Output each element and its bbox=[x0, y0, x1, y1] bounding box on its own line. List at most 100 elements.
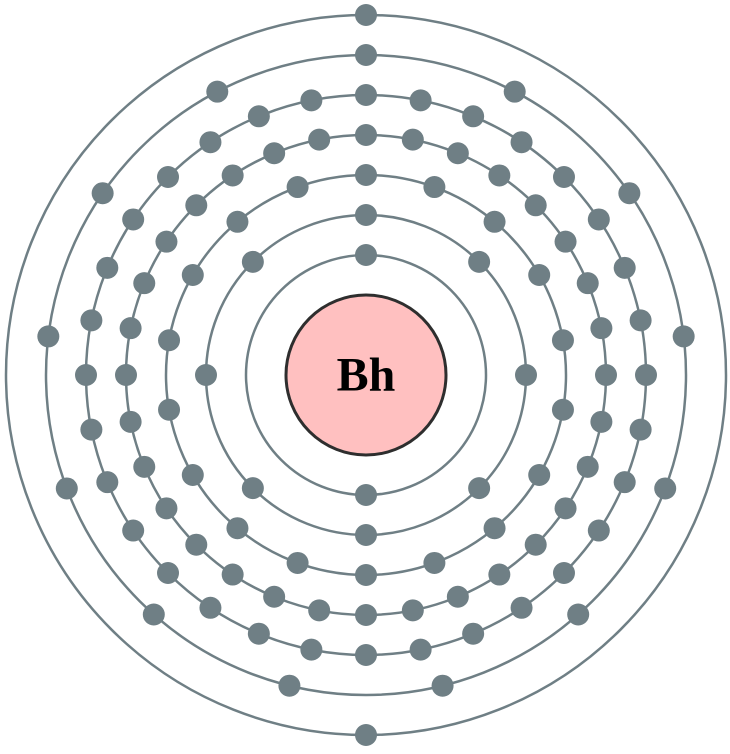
electron-shell-5 bbox=[587, 208, 610, 231]
electron-shell-2 bbox=[468, 250, 491, 273]
electron-shell-6 bbox=[278, 674, 301, 697]
electron-shell-4 bbox=[576, 272, 599, 295]
electron-shell-5 bbox=[462, 105, 485, 128]
electron-shell-4 bbox=[155, 497, 178, 520]
electron-shell-5 bbox=[510, 596, 533, 619]
electron-shell-4 bbox=[133, 455, 156, 478]
electron-shell-5 bbox=[635, 364, 657, 386]
electron-shell-3 bbox=[158, 398, 181, 421]
electron-shell-5 bbox=[587, 519, 610, 542]
electron-shell-5 bbox=[300, 638, 323, 661]
electron-shell-5 bbox=[199, 131, 222, 154]
electrons bbox=[37, 4, 695, 746]
electron-shell-6 bbox=[142, 603, 165, 626]
electron-shell-4 bbox=[524, 194, 547, 217]
electron-shell-5 bbox=[157, 166, 180, 189]
electron-shell-5 bbox=[629, 309, 652, 332]
electron-shell-2 bbox=[355, 524, 377, 546]
electron-shell-6 bbox=[672, 325, 695, 348]
electron-shell-4 bbox=[155, 230, 178, 253]
electron-shell-6 bbox=[91, 182, 114, 205]
electron-shell-5 bbox=[629, 418, 652, 441]
electron-shell-3 bbox=[226, 517, 249, 540]
electron-shell-5 bbox=[510, 131, 533, 154]
electron-shell-4 bbox=[221, 164, 244, 187]
electron-shell-5 bbox=[80, 309, 103, 332]
electron-shell-4 bbox=[401, 599, 424, 622]
electron-shell-3 bbox=[528, 264, 551, 286]
electron-shell-3 bbox=[181, 464, 204, 486]
electron-shell-6 bbox=[431, 674, 454, 697]
electron-shell-5 bbox=[96, 471, 119, 494]
electron-shell-6 bbox=[567, 603, 590, 626]
electron-shell-4 bbox=[355, 124, 377, 146]
electron-shell-5 bbox=[409, 89, 432, 112]
electron-shell-3 bbox=[423, 551, 446, 574]
electron-shell-3 bbox=[483, 210, 506, 233]
electron-shell-4 bbox=[576, 455, 599, 478]
electron-shell-5 bbox=[122, 208, 145, 231]
electron-shell-6 bbox=[206, 80, 229, 103]
electron-shell-5 bbox=[552, 166, 575, 189]
electron-shell-5 bbox=[355, 84, 377, 106]
electron-shell-4 bbox=[554, 230, 577, 253]
electron-shell-4 bbox=[133, 272, 156, 295]
electron-shell-2 bbox=[195, 364, 217, 386]
electron-shell-6 bbox=[503, 80, 526, 103]
electron-shell-2 bbox=[241, 250, 264, 273]
electron-shell-5 bbox=[462, 622, 485, 645]
electron-shell-4 bbox=[185, 533, 208, 556]
electron-shell-4 bbox=[590, 317, 613, 340]
electron-shell-6 bbox=[37, 325, 60, 348]
nucleus-circle bbox=[284, 293, 448, 457]
electron-shell-3 bbox=[181, 264, 204, 286]
electron-shell-4 bbox=[308, 599, 331, 622]
electron-shell-3 bbox=[355, 164, 377, 186]
electron-shell-2 bbox=[355, 204, 377, 226]
electron-shell-6 bbox=[355, 44, 377, 66]
electron-shell-2 bbox=[241, 477, 264, 500]
electron-shell-3 bbox=[483, 517, 506, 540]
electron-shell-4 bbox=[119, 317, 142, 340]
electron-shell-4 bbox=[446, 585, 469, 608]
electron-shell-6 bbox=[618, 182, 641, 205]
electron-shell-2 bbox=[468, 477, 491, 500]
electron-shell-5 bbox=[96, 256, 119, 279]
electron-shell-3 bbox=[528, 464, 551, 486]
electron-shell-1 bbox=[355, 244, 377, 266]
electron-shell-4 bbox=[590, 410, 613, 433]
electron-shell-3 bbox=[551, 398, 574, 421]
electron-shell-6 bbox=[55, 477, 78, 500]
nucleus: Bh bbox=[284, 293, 448, 457]
electron-shell-3 bbox=[423, 176, 446, 199]
electron-shell-4 bbox=[401, 128, 424, 151]
electron-shell-5 bbox=[247, 105, 270, 128]
electron-shell-4 bbox=[595, 364, 617, 386]
electron-shell-5 bbox=[300, 89, 323, 112]
electron-shell-5 bbox=[409, 638, 432, 661]
electron-shell-2 bbox=[515, 364, 537, 386]
element-symbol: Bh bbox=[337, 349, 396, 402]
electron-shell-4 bbox=[355, 604, 377, 626]
electron-shell-4 bbox=[488, 164, 511, 187]
electron-shell-5 bbox=[613, 471, 636, 494]
electron-shell-4 bbox=[446, 142, 469, 165]
electron-shell-4 bbox=[119, 410, 142, 433]
electron-shell-3 bbox=[286, 176, 309, 199]
electron-shell-4 bbox=[263, 142, 286, 165]
electron-shell-5 bbox=[199, 596, 222, 619]
electron-shell-7 bbox=[355, 4, 377, 26]
electron-shell-5 bbox=[122, 519, 145, 542]
electron-shell-4 bbox=[488, 563, 511, 586]
electron-shell-3 bbox=[551, 329, 574, 352]
electron-shell-4 bbox=[185, 194, 208, 217]
electron-shell-3 bbox=[226, 210, 249, 233]
electron-shell-3 bbox=[355, 564, 377, 586]
electron-shell-3 bbox=[286, 551, 309, 574]
electron-shell-4 bbox=[115, 364, 137, 386]
electron-shell-4 bbox=[524, 533, 547, 556]
electron-shell-4 bbox=[554, 497, 577, 520]
electron-shell-5 bbox=[157, 561, 180, 584]
electron-shell-6 bbox=[654, 477, 677, 500]
